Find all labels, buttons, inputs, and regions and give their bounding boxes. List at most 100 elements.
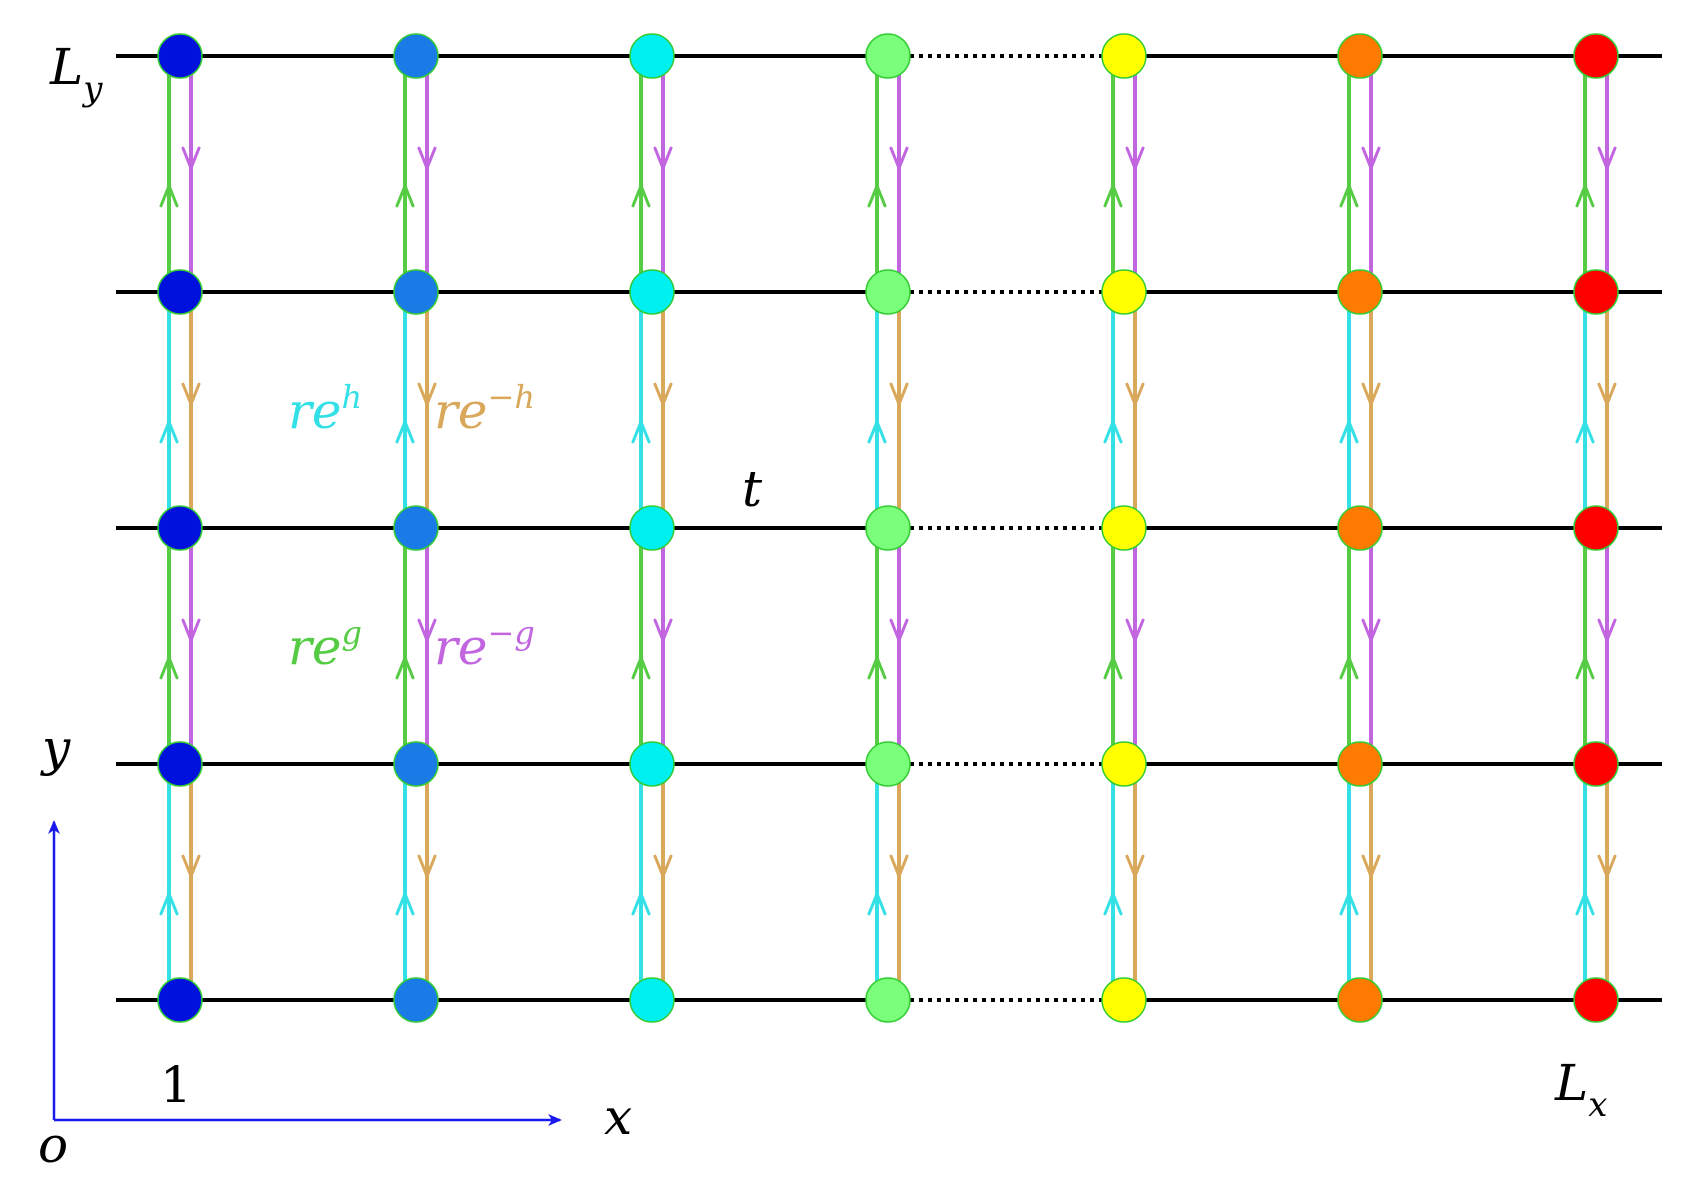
down-arrow-head xyxy=(1361,618,1381,642)
down-arrow-head xyxy=(1125,382,1145,406)
up-arrow-head xyxy=(1575,892,1595,916)
down-arrow-head xyxy=(417,618,437,642)
lattice-site xyxy=(1573,977,1619,1023)
lattice-site xyxy=(1337,741,1383,787)
hopping-t-label: t xyxy=(742,460,763,518)
lattice-site xyxy=(393,741,439,787)
hopping-down-h-label: re−h xyxy=(434,378,535,440)
down-arrow-head xyxy=(417,382,437,406)
lattice-site xyxy=(629,741,675,787)
up-arrow-head xyxy=(631,656,651,680)
lattice-site xyxy=(1573,33,1619,79)
down-arrow-head xyxy=(1597,382,1617,406)
up-arrow-head xyxy=(1339,656,1359,680)
down-arrow-head xyxy=(653,382,673,406)
lattice-site xyxy=(865,269,911,315)
down-arrow-head xyxy=(181,618,201,642)
up-arrow-head xyxy=(1103,892,1123,916)
lattice-site xyxy=(1337,269,1383,315)
down-arrow-head xyxy=(889,854,909,878)
up-arrow-head xyxy=(1103,184,1123,208)
column-one-label: 1 xyxy=(160,1056,192,1114)
up-arrow-head xyxy=(631,420,651,444)
down-arrow-head xyxy=(1597,854,1617,878)
up-arrow-head xyxy=(631,184,651,208)
lattice-site xyxy=(1101,269,1147,315)
down-arrow-head xyxy=(1125,854,1145,878)
lattice-site xyxy=(1101,33,1147,79)
lattice-site xyxy=(865,741,911,787)
lattice-site xyxy=(393,505,439,551)
up-arrow-head xyxy=(1103,656,1123,680)
up-arrow-head xyxy=(1103,420,1123,444)
up-arrow-head xyxy=(867,184,887,208)
up-arrow-head xyxy=(1339,892,1359,916)
up-arrow-head xyxy=(1339,420,1359,444)
lattice-site xyxy=(1101,741,1147,787)
lattice-site xyxy=(157,505,203,551)
up-arrow-head xyxy=(867,892,887,916)
lattice-site xyxy=(157,741,203,787)
origin-label: o xyxy=(38,1116,68,1174)
down-arrow-head xyxy=(653,146,673,170)
down-arrow-head xyxy=(181,382,201,406)
up-arrow-head xyxy=(159,892,179,916)
lattice-site xyxy=(157,33,203,79)
up-arrow-head xyxy=(1575,184,1595,208)
down-arrow-head xyxy=(417,854,437,878)
lattice-site xyxy=(865,977,911,1023)
up-arrow-head xyxy=(867,656,887,680)
lattice-site xyxy=(1573,505,1619,551)
hopping-down-g-label: re−g xyxy=(434,614,535,676)
down-arrow-head xyxy=(1361,146,1381,170)
up-arrow-head xyxy=(1339,184,1359,208)
lattice-site xyxy=(629,33,675,79)
down-arrow-head xyxy=(1361,382,1381,406)
down-arrow-head xyxy=(1125,146,1145,170)
up-arrow-head xyxy=(1575,656,1595,680)
lattice-site xyxy=(1101,505,1147,551)
lattice-site xyxy=(1573,741,1619,787)
lattice-site xyxy=(1337,33,1383,79)
lattice-site xyxy=(157,977,203,1023)
down-arrow-head xyxy=(889,618,909,642)
up-arrow-head xyxy=(395,420,415,444)
down-arrow-head xyxy=(417,146,437,170)
down-arrow-head xyxy=(653,618,673,642)
lattice-site xyxy=(629,505,675,551)
lattice-site xyxy=(1101,977,1147,1023)
lattice-site xyxy=(629,269,675,315)
lattice-site xyxy=(865,33,911,79)
up-arrow-head xyxy=(159,420,179,444)
down-arrow-head xyxy=(889,146,909,170)
lattice-site xyxy=(1337,505,1383,551)
up-arrow-head xyxy=(1575,420,1595,444)
down-arrow-head xyxy=(653,854,673,878)
lattice-site xyxy=(865,505,911,551)
up-arrow-head xyxy=(631,892,651,916)
down-arrow-head xyxy=(1597,146,1617,170)
lattice-site xyxy=(393,977,439,1023)
up-arrow-head xyxy=(395,184,415,208)
up-arrow-head xyxy=(867,420,887,444)
lattice-site xyxy=(393,269,439,315)
y-axis-label: y xyxy=(40,719,71,777)
lattice-site xyxy=(629,977,675,1023)
down-arrow-head xyxy=(181,146,201,170)
lattice-site xyxy=(393,33,439,79)
up-arrow-head xyxy=(395,892,415,916)
down-arrow-head xyxy=(181,854,201,878)
lattice-sites xyxy=(157,33,1619,1023)
coordinate-axes xyxy=(48,820,562,1126)
hopping-up-h-label: reh xyxy=(288,378,362,440)
lattice-site xyxy=(157,269,203,315)
down-arrow-head xyxy=(1597,618,1617,642)
down-arrow-head xyxy=(889,382,909,406)
hopping-up-g-label: reg xyxy=(288,614,362,676)
horizontal-hopping-lines xyxy=(116,54,1662,1002)
up-arrow-head xyxy=(159,656,179,680)
lattice-site xyxy=(1337,977,1383,1023)
x-axis-label: x xyxy=(604,1088,632,1146)
ly-label: Ly xyxy=(49,38,103,109)
